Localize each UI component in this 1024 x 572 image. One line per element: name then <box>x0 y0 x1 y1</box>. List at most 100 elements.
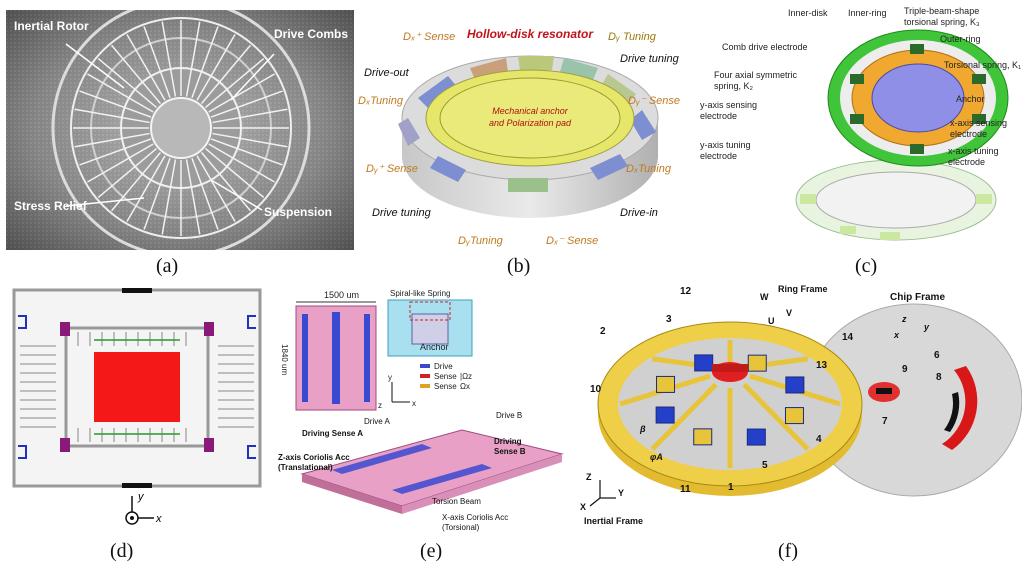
svg-text:4: 4 <box>816 434 822 445</box>
svg-text:Outer-ring: Outer-ring <box>940 34 981 44</box>
anchor-pads <box>60 322 214 452</box>
svg-text:Torsional spring, K₁: Torsional spring, K₁ <box>944 60 1021 70</box>
lower-electrodes <box>800 194 992 240</box>
svg-text:Z: Z <box>586 472 592 482</box>
proof-mass <box>94 352 180 422</box>
svg-text:DᵧTuning: DᵧTuning <box>458 235 504 247</box>
svg-text:Suspension: Suspension <box>264 205 332 219</box>
svg-text:x: x <box>893 330 900 340</box>
svg-text:x-axis tuning: x-axis tuning <box>948 146 999 156</box>
svg-text:Inner-ring: Inner-ring <box>848 8 887 18</box>
svg-text:6: 6 <box>934 350 940 361</box>
svg-text:x: x <box>155 513 162 525</box>
svg-text:5: 5 <box>762 460 768 471</box>
svg-text:1500 um: 1500 um <box>324 290 359 300</box>
svg-text:Z-axis Coriolis Acc: Z-axis Coriolis Acc <box>278 453 350 462</box>
hollow-disk-title: Hollow-disk resonator <box>467 27 594 41</box>
panel-d-layout: y x <box>8 286 266 536</box>
svg-text:electrode: electrode <box>700 151 737 161</box>
svg-text:Drive A: Drive A <box>364 417 390 426</box>
panel-a-labels: Inertial Rotor Drive Combs Stress Relief… <box>14 19 348 219</box>
svg-text:11: 11 <box>680 484 691 495</box>
svg-text:x-axis sensing: x-axis sensing <box>950 118 1007 128</box>
caption-d: (d) <box>110 540 134 562</box>
svg-text:DₓTuning: DₓTuning <box>626 163 672 175</box>
electrode-pads <box>398 56 656 192</box>
svg-text:Comb drive electrode: Comb drive electrode <box>722 42 808 52</box>
svg-text:y-axis tuning: y-axis tuning <box>700 140 751 150</box>
svg-text:Ring Frame: Ring Frame <box>778 284 828 294</box>
svg-text:Dᵧ⁻ Sense: Dᵧ⁻ Sense <box>628 95 680 107</box>
svg-text:Dₓ⁻ Sense: Dₓ⁻ Sense <box>546 235 598 247</box>
svg-text:electrode: electrode <box>700 111 737 121</box>
svg-text:Drive: Drive <box>434 362 453 371</box>
svg-text:Anchor: Anchor <box>956 94 985 104</box>
svg-text:and Polarization pad: and Polarization pad <box>489 118 572 128</box>
svg-text:X: X <box>580 502 586 512</box>
svg-text:Inertial Rotor: Inertial Rotor <box>14 19 89 33</box>
svg-text:Sense B: Sense B <box>494 447 526 456</box>
panel-e-coriolis: 1500 um 1840 um Spiral-like Spring Ancho… <box>272 284 578 540</box>
svg-text:Drive-in: Drive-in <box>620 207 658 219</box>
svg-text:Torsion Beam: Torsion Beam <box>432 497 481 506</box>
svg-text:z: z <box>378 401 382 410</box>
svg-text:10: 10 <box>590 384 602 395</box>
svg-text:electrode: electrode <box>950 129 987 139</box>
svg-text:Y: Y <box>618 488 624 498</box>
svg-text:1840 um: 1840 um <box>280 344 289 375</box>
svg-text:y: y <box>923 322 930 332</box>
svg-text:Anchor: Anchor <box>420 342 449 352</box>
svg-text:Driving Sense A: Driving Sense A <box>302 429 363 438</box>
caption-e: (e) <box>420 540 443 562</box>
svg-text:z: z <box>901 314 907 324</box>
svg-text:Driving: Driving <box>494 437 522 446</box>
svg-text:Drive tuning: Drive tuning <box>372 207 432 219</box>
svg-text:Dᵧ Tuning: Dᵧ Tuning <box>608 31 657 43</box>
svg-text:(Torsional): (Torsional) <box>442 523 480 532</box>
panel-c-exploded-view: Inner-disk Inner-ring Triple-beam-shape … <box>700 4 1022 254</box>
svg-text:Chip Frame: Chip Frame <box>890 292 945 303</box>
svg-text:Spiral-like Spring: Spiral-like Spring <box>390 289 450 298</box>
svg-text:Mechanical anchor: Mechanical anchor <box>492 106 569 116</box>
panel-a-micrograph: Inertial Rotor Drive Combs Stress Relief… <box>6 10 354 250</box>
comb-pattern <box>20 332 254 442</box>
svg-text:14: 14 <box>842 332 854 343</box>
svg-text:12: 12 <box>680 286 692 297</box>
svg-text:7: 7 <box>882 416 888 427</box>
svg-text:Stress Relief: Stress Relief <box>14 199 88 213</box>
svg-text:Four axial symmetric: Four axial symmetric <box>714 70 798 80</box>
svg-text:y-axis sensing: y-axis sensing <box>700 100 757 110</box>
ring-gyro <box>597 321 863 496</box>
svg-text:electrode: electrode <box>948 157 985 167</box>
svg-text:φA: φA <box>650 452 663 462</box>
svg-text:y: y <box>388 373 392 382</box>
svg-text:Triple-beam-shape: Triple-beam-shape <box>904 6 979 16</box>
svg-text:W: W <box>760 292 769 302</box>
comb-blocks <box>850 44 986 154</box>
rotor-spokes <box>73 20 289 236</box>
svg-text:Drive-out: Drive-out <box>364 67 410 79</box>
panel-f-ring-gyro: Chip Frame 12 3 2 14 13 10 4 5 1 11 9 7 … <box>580 282 1022 538</box>
svg-text:Sense: Sense <box>434 382 457 391</box>
axis-indicator: y x <box>125 491 162 525</box>
svg-text:3: 3 <box>666 314 672 325</box>
svg-text:V: V <box>786 308 792 318</box>
svg-text:x: x <box>412 399 416 408</box>
svg-text:Drive B: Drive B <box>496 411 522 420</box>
svg-text:Dᵧ⁺ Sense: Dᵧ⁺ Sense <box>366 163 418 175</box>
svg-text:Ωx: Ωx <box>460 382 470 391</box>
svg-text:Dₓ⁺ Sense: Dₓ⁺ Sense <box>403 31 455 43</box>
panel-b-hollow-disk: Hollow-disk resonator Mechanical anchor … <box>358 6 698 252</box>
caption-f: (f) <box>778 540 798 562</box>
svg-text:torsional spring, K₃: torsional spring, K₃ <box>904 17 980 27</box>
svg-text:13: 13 <box>816 360 828 371</box>
svg-text:spring, K₂: spring, K₂ <box>714 81 754 91</box>
svg-text:1: 1 <box>728 482 734 493</box>
svg-text:Drive tuning: Drive tuning <box>620 53 680 65</box>
svg-text:X-axis Coriolis Acc: X-axis Coriolis Acc <box>442 513 508 522</box>
svg-text:Sense: Sense <box>434 372 457 381</box>
svg-text:DₓTuning: DₓTuning <box>358 95 404 107</box>
caption-a: (a) <box>156 255 179 277</box>
svg-text:y: y <box>137 491 145 503</box>
